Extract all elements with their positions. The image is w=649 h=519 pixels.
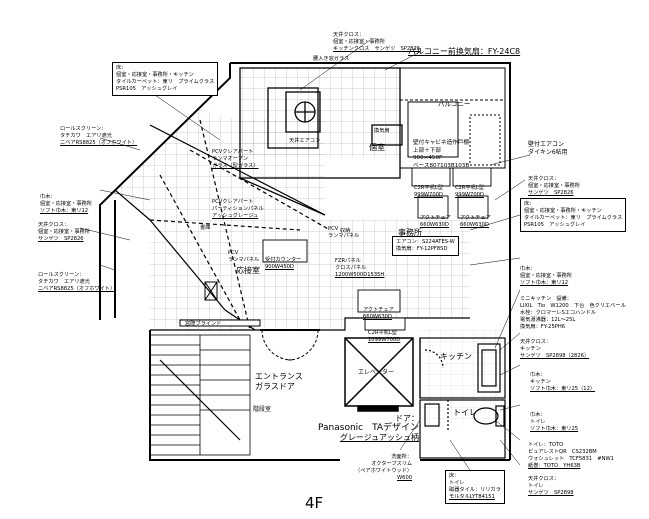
reception-room [179,281,261,327]
toilet-room [419,399,506,459]
room-label-private: 個室 [369,143,385,152]
equip-aircon: エアコン：S224ATES-W 換気扇：FY-12PF8SD [392,236,459,256]
callout-kitchen-ceiling: 天井クロス：キッチンサンゲツ SP2898（2826） [520,339,590,359]
callout-top-ceiling: 天井クロス：個室・応接室・事務所キッチンクロス サンゲツ SP2826 [333,32,421,52]
equip-pcv2: PCVクレアパートパーティションパネルアッシュグレージュ [212,199,264,219]
room-label-elevator: エレベーター [358,369,395,376]
equip-window-tag: 窓際ブラインド [185,321,222,327]
callout-left-baseboard: 巾木：個室・応接室・事務所ソフト巾木：東リ12 [40,194,92,214]
tile-grid [115,68,505,425]
callout-balcony-fan: バルコニー前換気扇：FY-24C8 [408,47,521,56]
callout-mini-kitchen: ミニキッチン 設備：LIXIL Tio W1200 下台 色クリエベール水栓：ク… [520,296,626,330]
entrance-door [260,329,320,361]
room-label-stairs: 階段室 [253,406,272,413]
callout-washbasin: 洗面所：オクターブスリム（ペアホワイトウッド）W600 [355,454,413,481]
outer-walls [99,62,511,461]
room-label-office: 事務所 [398,228,422,237]
callout-right-ceiling: 天井クロス：個室・応接室・事務所サンゲツ SP2826 [528,176,580,196]
callout-door: ドア：Panasonic TAデザイングレージュアッシュ柄 [318,414,420,442]
callout-right-baseboard: 巾木：個室・応接室・事務所ソフト巾木：東リ12 [520,266,572,286]
private-room-walls [239,67,403,216]
callout-entrance: エントランスガラスドア [255,372,303,391]
office-furniture [262,167,492,331]
equip-ventilation: 換気扇 [374,128,390,134]
callout-roll-screen-left: ロールスクリーン：タチカワ エアリ遮光ニベアRS8825（オフホワイト） [38,272,116,292]
callout-left-ceiling: 天井クロス：個室・応接室・事務所サンゲツ SP2826 [38,222,90,242]
room-label-toilet: トイレ [453,408,477,417]
callout-roll-screen-top: ロールスクリーン：タチカワ エアリ遮光ニベアRS8825（オフホワイト） [60,126,138,146]
callout-toilet-baseboard: 巾木：トイレソフト巾木：東リ25 [530,412,579,432]
callout-leaders [79,39,531,479]
equip-pcv1: PCVクレアパートランマオープンガラス（型ガラス） [212,149,259,169]
kitchen-area [419,337,506,399]
stairwell [149,334,251,456]
equip-balcony-window: 腰入き窓ガラス [313,56,350,62]
equip-cabinet2: 収納 [340,228,351,234]
equip-cabinet: 書庫 [200,225,211,231]
callout-toilet-ceiling: 天井クロス：トイレサンゲツ SP2898 [528,476,574,496]
callout-toilet-floor: 床： トイレ 磁器タイル：リリカラ モルタルLYT84151 [445,470,505,504]
callout-wall-aircon: 壁付エアコンダイキン6帖用 [528,141,568,156]
floor-label: 4F [305,494,324,512]
room-label-balcony: バルコニー [438,100,471,108]
callout-top-left-floor: 床： 個室・応接室・事務所・キッチン タイルカーペット：東リ プライムクラス P… [112,62,219,96]
elevator-shaft [344,337,414,412]
room-label-kitchen: キッチン [440,352,472,361]
equip-built-in: 天井エアコン [289,138,321,144]
room-label-reception: 応接室 [236,266,260,275]
callout-kitchen-baseboard: 巾木：キッチンソフト巾木：東リ25（12） [530,372,596,392]
callout-right-floor: 床： 個室・応接室・事務所・キッチン タイルカーペット：東リ プライムクラス P… [520,198,627,232]
